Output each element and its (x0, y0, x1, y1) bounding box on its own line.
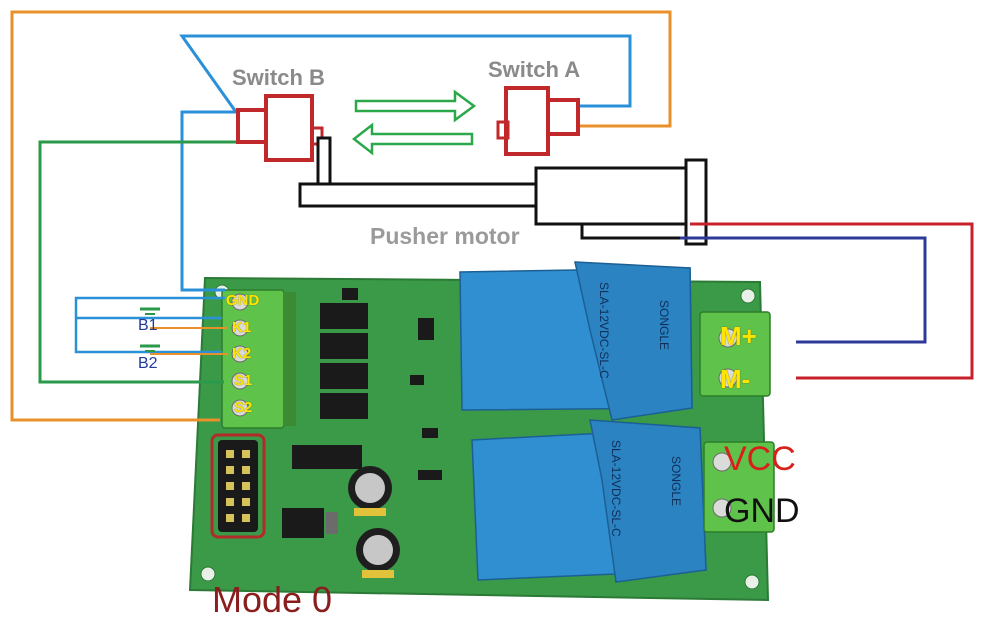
capacitors (348, 466, 400, 578)
terminal-gnd-label: GND (226, 292, 260, 309)
red-motor-wire (690, 222, 974, 380)
battery-b1-icon (140, 307, 160, 315)
switch-b-label: Switch B (232, 65, 325, 90)
battery-b2-label: B2 (138, 355, 158, 372)
relay-2-brand: SONGLE (669, 456, 683, 506)
relay-1: SLA-12VDC-SL-C SONGLE (459, 261, 693, 421)
terminal-k1-label: K1 (232, 319, 252, 336)
motor-terminal-block (699, 311, 771, 397)
arrow-left-icon (351, 122, 474, 156)
arrow-right-icon (354, 89, 477, 123)
relay-2-model: SLA-12VDC-SL-C (609, 440, 623, 537)
terminal-k2-label: K2 (232, 345, 252, 362)
terminal-m-minus-label: M- (720, 364, 751, 394)
pusher-motor-label: Pusher motor (370, 223, 520, 249)
optocoupler-chips (320, 288, 442, 480)
switch-a (496, 86, 580, 156)
mode-label: Mode 0 (212, 579, 333, 620)
terminal-s2-label: S2 (234, 399, 253, 416)
green-wire (38, 140, 236, 384)
power-terminal-block (703, 441, 775, 533)
relay-1-brand: SONGLE (657, 300, 671, 350)
input-terminal-block (221, 289, 296, 429)
voltage-regulator (282, 508, 338, 538)
mode-jumper-header (210, 433, 266, 539)
blue-wire-top (179, 34, 632, 113)
switch-a-label: Switch A (488, 57, 581, 82)
relay-2: SLA-12VDC-SL-C SONGLE (471, 419, 707, 583)
navy-motor-wire (680, 236, 927, 344)
relay-1-model: SLA-12VDC-SL-C (597, 282, 611, 379)
gnd-power-label: GND (724, 492, 800, 530)
ic-chip (292, 445, 362, 469)
battery-b2-icon (140, 344, 160, 352)
terminal-s1-label: S1 (234, 372, 253, 389)
switch-b (236, 94, 324, 162)
orange-wire (10, 10, 672, 422)
battery-b1-label: B1 (138, 317, 158, 334)
blue-wire (180, 110, 236, 292)
vcc-label: VCC (724, 440, 796, 478)
terminal-m-plus-label: M+ (720, 321, 757, 351)
k-tap-wires (150, 327, 228, 355)
